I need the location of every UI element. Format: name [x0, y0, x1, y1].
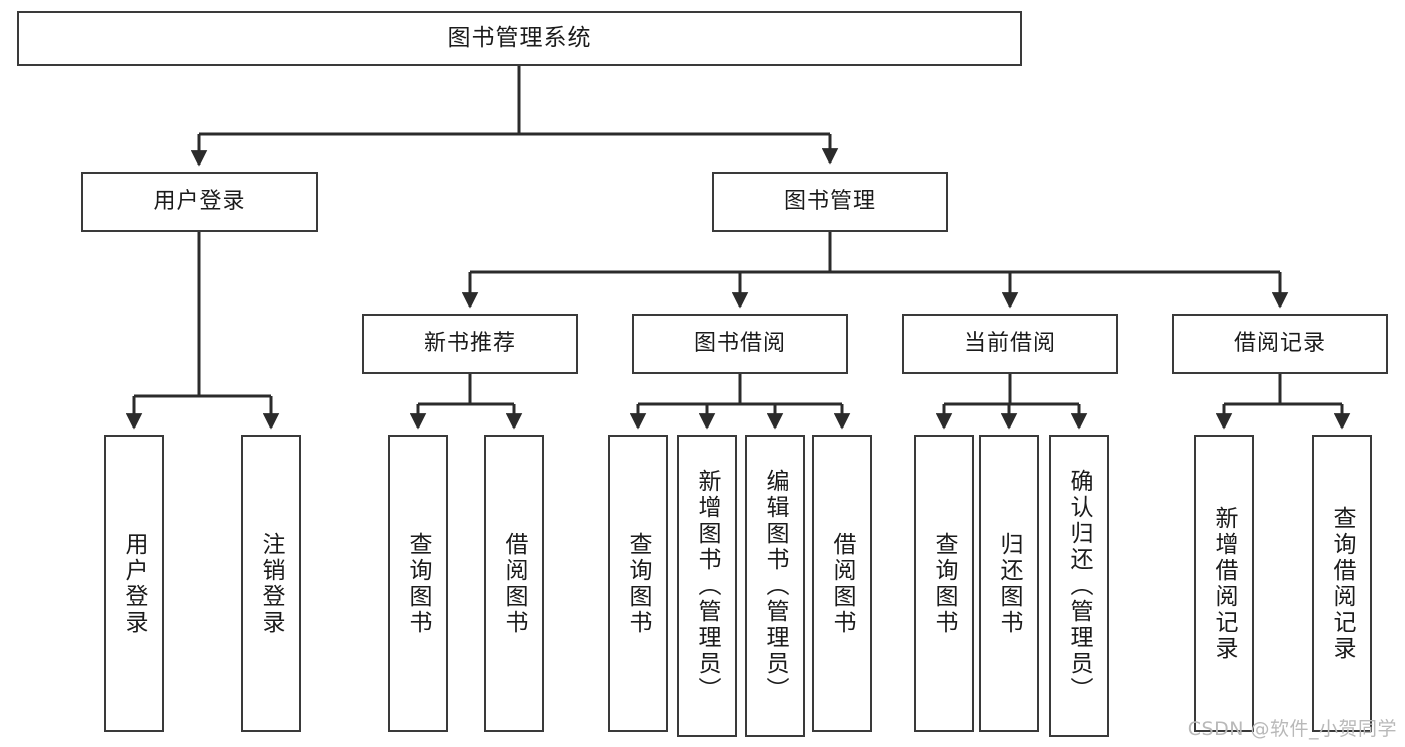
node-leaf-return-book-label: 归还图书 — [996, 531, 1023, 636]
node-current-borrow-label: 当前借阅 — [963, 330, 1056, 356]
node-leaf-query-book-2[interactable]: 查询图书 — [608, 435, 668, 732]
node-leaf-query-borrow-record[interactable]: 查询借阅记录 — [1312, 435, 1372, 732]
node-leaf-query-book-3-label: 查询图书 — [931, 531, 958, 636]
node-leaf-borrow-book-2[interactable]: 借阅图书 — [812, 435, 872, 732]
node-leaf-query-book-1[interactable]: 查询图书 — [388, 435, 448, 732]
node-leaf-add-borrow-record-label: 新增借阅记录 — [1211, 505, 1238, 662]
node-book-borrow-label: 图书借阅 — [693, 330, 786, 356]
node-leaf-add-book-admin[interactable]: 新增图书（管理员） — [677, 435, 737, 737]
node-root-label: 图书管理系统 — [447, 24, 592, 51]
node-leaf-edit-book-admin[interactable]: 编辑图书（管理员） — [745, 435, 805, 737]
node-leaf-add-book-admin-label: 新增图书（管理员） — [694, 469, 721, 703]
node-leaf-confirm-return-admin-label: 确认归还（管理员） — [1066, 469, 1093, 703]
node-leaf-edit-book-admin-label: 编辑图书（管理员） — [762, 469, 789, 703]
node-leaf-logout-login-label: 注销登录 — [258, 531, 285, 636]
node-leaf-add-borrow-record[interactable]: 新增借阅记录 — [1194, 435, 1254, 732]
node-leaf-query-borrow-record-label: 查询借阅记录 — [1329, 505, 1356, 662]
node-root-system[interactable]: 图书管理系统 — [17, 11, 1022, 66]
node-user-login[interactable]: 用户登录 — [81, 172, 318, 232]
node-user-login-label: 用户登录 — [153, 188, 246, 214]
node-leaf-borrow-book-1[interactable]: 借阅图书 — [484, 435, 544, 732]
node-leaf-confirm-return-admin[interactable]: 确认归还（管理员） — [1049, 435, 1109, 737]
node-leaf-query-book-3[interactable]: 查询图书 — [914, 435, 974, 732]
node-leaf-user-login-label: 用户登录 — [121, 531, 148, 636]
node-leaf-return-book[interactable]: 归还图书 — [979, 435, 1039, 732]
node-leaf-query-book-1-label: 查询图书 — [405, 531, 432, 636]
node-book-management-label: 图书管理 — [783, 188, 876, 214]
node-book-management[interactable]: 图书管理 — [712, 172, 948, 232]
node-current-borrow[interactable]: 当前借阅 — [902, 314, 1118, 374]
node-new-book-recommend[interactable]: 新书推荐 — [362, 314, 578, 374]
node-leaf-borrow-book-2-label: 借阅图书 — [829, 531, 856, 636]
node-borrow-record-label: 借阅记录 — [1233, 330, 1326, 356]
node-leaf-borrow-book-1-label: 借阅图书 — [501, 531, 528, 636]
node-borrow-record[interactable]: 借阅记录 — [1172, 314, 1388, 374]
node-leaf-logout-login[interactable]: 注销登录 — [241, 435, 301, 732]
node-book-borrow[interactable]: 图书借阅 — [632, 314, 848, 374]
node-leaf-query-book-2-label: 查询图书 — [625, 531, 652, 636]
node-leaf-user-login[interactable]: 用户登录 — [104, 435, 164, 732]
csdn-watermark: CSDN @软件_小贺同学 — [1187, 718, 1397, 740]
node-new-book-recommend-label: 新书推荐 — [423, 330, 516, 356]
